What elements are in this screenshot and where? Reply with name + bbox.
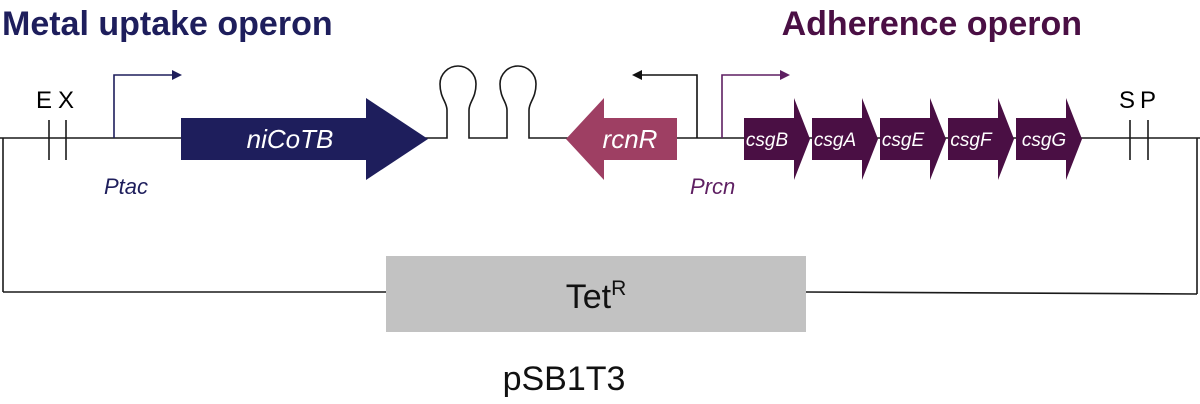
rcnr-gene-arrow: [566, 98, 677, 180]
csgg-gene-arrow: [1016, 98, 1082, 180]
plasmid-backbone: [0, 65, 1200, 139]
csge-gene-label: csgE: [882, 130, 925, 151]
prcn-promoter-arrow-icon: [721, 70, 790, 138]
restriction-site-x-label: X: [58, 87, 74, 114]
csge-gene-arrow: [880, 98, 946, 180]
adherence-operon-title: Adherence operon: [782, 5, 1082, 43]
tet-resistance-marker-box: [386, 256, 806, 332]
rcnr-promoter-arrow-icon: [632, 70, 698, 138]
ptac-promoter-arrow-icon: [113, 70, 182, 138]
csgb-gene-label: csgB: [746, 130, 789, 151]
backbone-bottom-right: [805, 291, 1198, 295]
rcnr-gene-label: rcnR: [603, 124, 658, 154]
csgf-gene-arrow: [948, 98, 1014, 180]
tet-marker-superscript: R: [611, 277, 626, 300]
plasmid-name-label: pSB1T3: [503, 360, 626, 398]
ptac-promoter-label: Ptac: [104, 174, 148, 199]
csga-gene-label: csgA: [814, 130, 856, 151]
csgb-gene-arrow: [744, 98, 810, 180]
restriction-site-s-label: S: [1119, 87, 1135, 114]
nicotb-gene-arrow: [181, 98, 428, 180]
metal-uptake-operon-title: Metal uptake operon: [2, 5, 333, 43]
tet-resistance-label: TetR: [566, 277, 627, 316]
nicotb-gene-label: niCoTB: [247, 124, 334, 154]
csg-gene-cluster: csgB csgA csgE csgF csgG: [744, 98, 1082, 180]
prcn-promoter-label: Prcn: [690, 174, 735, 199]
tet-marker-name: Tet: [566, 278, 612, 316]
restriction-site-p-label: P: [1140, 87, 1156, 114]
csgf-gene-label: csgF: [950, 130, 993, 151]
restriction-site-e-label: E: [36, 87, 52, 114]
csgg-gene-label: csgG: [1022, 130, 1066, 151]
csga-gene-arrow: [812, 98, 878, 180]
